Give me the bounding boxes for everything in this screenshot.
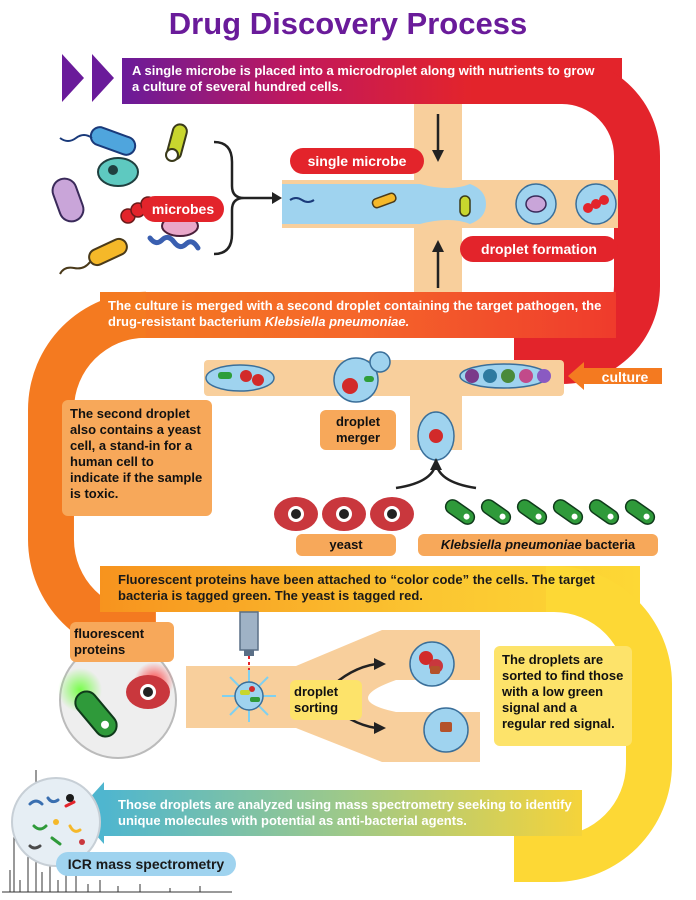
culture-arrow (568, 362, 662, 390)
microbe-yellow-rod (59, 237, 128, 275)
culture-label: culture (601, 369, 649, 385)
yeast-label: yeast (296, 534, 396, 556)
step-2-box: The second droplet also contains a yeast… (62, 400, 212, 516)
bacteria-word: bacteria (581, 537, 636, 552)
band-step-1 (122, 58, 660, 384)
step-3-text: Fluorescent proteins have been attached … (118, 572, 595, 603)
droplet-formation-label: droplet formation (460, 236, 618, 262)
band-step-3 (100, 566, 672, 882)
microbe-teal (97, 157, 139, 187)
klebsiella-name: Klebsiella pneumoniae (440, 537, 582, 552)
band-step-4 (76, 782, 582, 844)
band-step-2 (28, 291, 616, 658)
microbes-label: microbes (142, 196, 224, 222)
droplet-formation-channel (282, 104, 618, 292)
yeast-cells (274, 497, 414, 531)
single-microbe-label: single microbe (290, 148, 424, 174)
brace-arrow (213, 140, 282, 256)
microbe-blue (59, 126, 137, 156)
droplet-merger-label: droplet merger (320, 410, 396, 450)
step-2-main: The culture is merged with a second drop… (108, 298, 602, 329)
petri-dish (11, 777, 101, 867)
klebsiella-cells (444, 499, 656, 525)
microbe-purple (51, 177, 85, 223)
microbe-spiral (147, 234, 201, 251)
fluorescent-circle (58, 641, 177, 759)
page-title: Drug Discovery Process (168, 6, 528, 41)
merger-channel (204, 351, 564, 490)
step-2-italic: Klebsiella pneumoniae. (264, 314, 410, 329)
microbes-cluster (51, 123, 201, 275)
droplet-sorting-label: droplet sorting (290, 680, 362, 720)
step-2-text: The culture is merged with a second drop… (108, 298, 608, 330)
icr-label: ICR mass spectrometry (56, 852, 236, 876)
microbe-yellow-club (165, 123, 188, 162)
klebsiella-label: Klebsiella pneumoniae bacteria (418, 534, 658, 556)
start-arrows (62, 54, 114, 102)
step-1-text: A single microbe is placed into a microd… (132, 63, 595, 94)
step-4-text: Those droplets are analyzed using mass s… (118, 797, 572, 828)
step-3-box: The droplets are sorted to find those wi… (494, 646, 632, 746)
fluorescent-proteins-label: fluorescent proteins (70, 622, 174, 662)
